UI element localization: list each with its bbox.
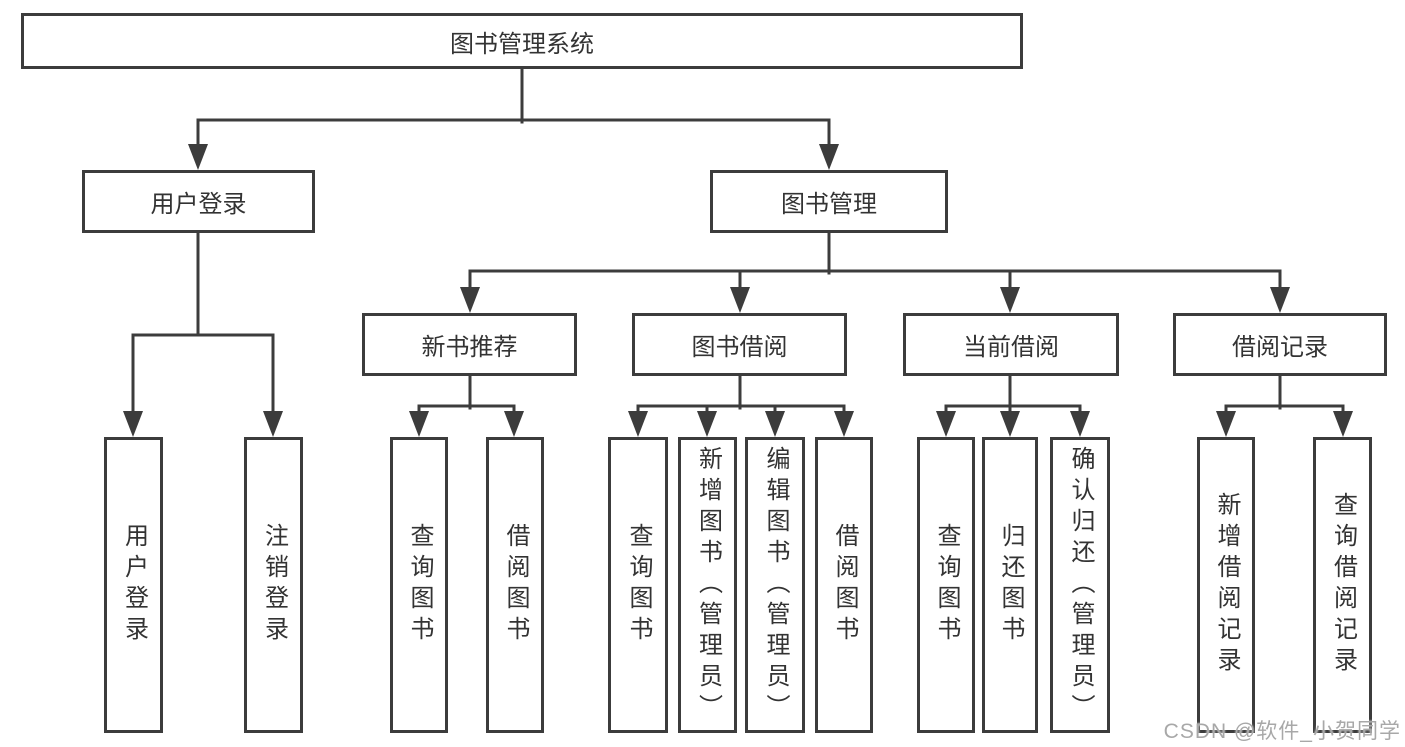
leaf-query-books: 查询图书 (917, 437, 975, 733)
leaf-edit-books-admin: 编辑图书（管理员） (745, 437, 805, 733)
node-label: 用户登录 (150, 191, 247, 218)
node-label: 图书管理系统 (450, 30, 594, 58)
node-label: 图书借阅 (691, 334, 788, 361)
node-label: 新增借阅记录 (1213, 492, 1240, 678)
node-label: 注销登录 (260, 523, 288, 647)
leaf-return-books: 归还图书 (982, 437, 1038, 733)
node-label: 借阅图书 (831, 523, 858, 647)
node-label: 编辑图书（管理员） (762, 445, 789, 725)
leaf-borrow-books: 借阅图书 (486, 437, 544, 733)
leaf-add-books-admin: 新增图书（管理员） (678, 437, 737, 733)
node-label: 当前借阅 (963, 334, 1059, 361)
leaf-query-books: 查询图书 (390, 437, 448, 733)
leaf-add-borrow-record: 新增借阅记录 (1197, 437, 1255, 733)
csdn-watermark: CSDN @软件_小贺同学 (1163, 720, 1401, 743)
node-book-borrowing: 图书借阅 (632, 313, 847, 376)
node-user-login: 用户登录 (82, 170, 315, 233)
arrowheads (123, 144, 1353, 437)
node-new-book-recommend: 新书推荐 (362, 313, 577, 376)
node-borrow-records: 借阅记录 (1173, 313, 1387, 376)
node-label: 用户登录 (120, 523, 148, 647)
leaf-query-books: 查询图书 (608, 437, 668, 733)
leaf-borrow-books: 借阅图书 (815, 437, 873, 733)
node-label: 查询图书 (625, 523, 652, 647)
node-label: 查询借阅记录 (1329, 492, 1357, 678)
node-book-management: 图书管理 (710, 170, 948, 233)
node-label: 新书推荐 (421, 334, 518, 361)
node-label: 确认归还（管理员） (1067, 445, 1094, 725)
node-label: 借阅记录 (1232, 334, 1328, 361)
leaf-user-login: 用户登录 (104, 437, 163, 733)
leaf-query-borrow-record: 查询借阅记录 (1313, 437, 1372, 733)
leaf-logout: 注销登录 (244, 437, 303, 733)
node-label: 归还图书 (997, 523, 1024, 647)
node-label: 查询图书 (933, 523, 960, 647)
node-label: 新增图书（管理员） (694, 445, 722, 725)
node-current-borrowing: 当前借阅 (903, 313, 1119, 376)
node-label: 图书管理 (781, 191, 877, 218)
node-library-management-system: 图书管理系统 (21, 13, 1023, 69)
leaf-confirm-return-admin: 确认归还（管理员） (1050, 437, 1110, 733)
node-label: 借阅图书 (502, 523, 529, 647)
node-label: 查询图书 (406, 523, 433, 647)
